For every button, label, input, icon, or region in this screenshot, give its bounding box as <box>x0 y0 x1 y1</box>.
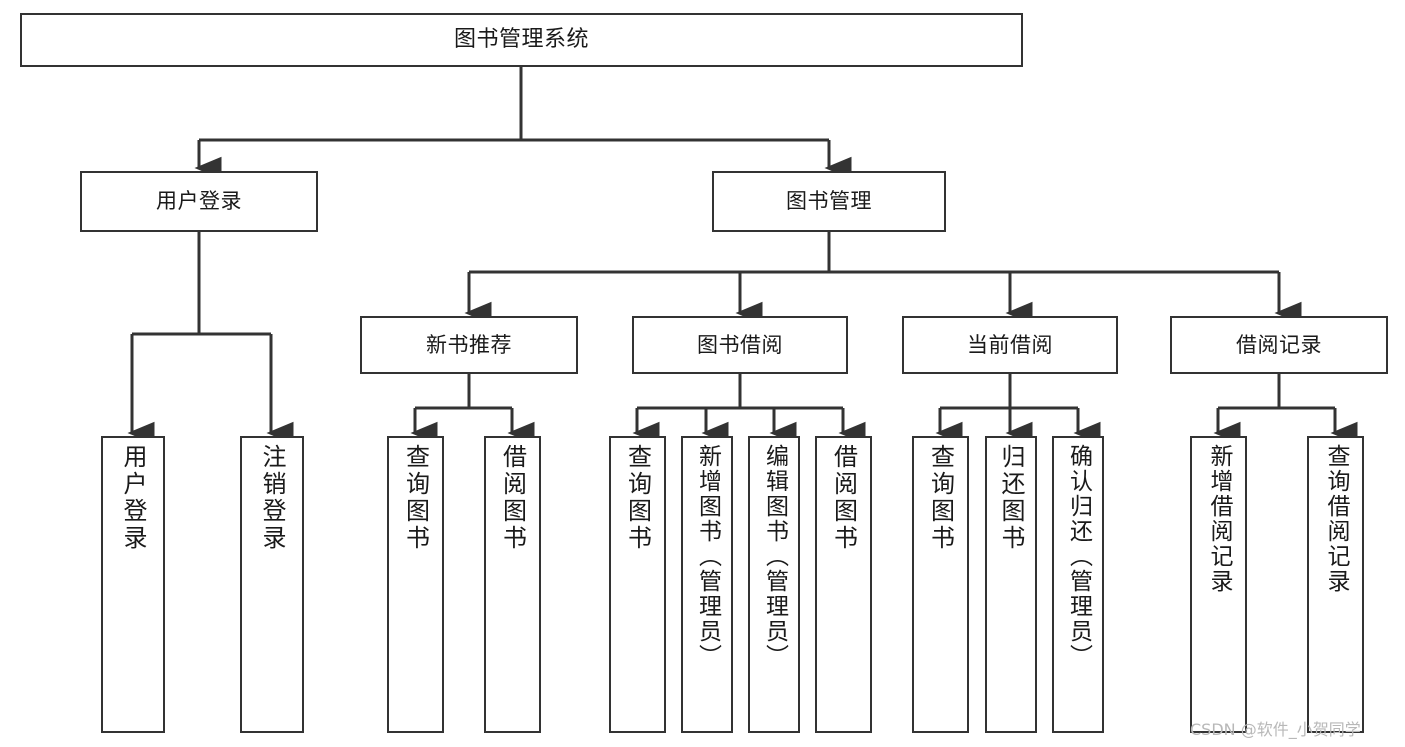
leaf-query-borrow-record[interactable]: 查询借阅记录 <box>1307 436 1364 733</box>
leaf-query-book-borrow[interactable]: 查询图书 <box>609 436 666 733</box>
node-book-management-label: 图书管理 <box>786 189 872 214</box>
csdn-watermark: CSDN @软件_小贺同学 <box>1190 720 1361 739</box>
leaf-user-login-label: 用户登录 <box>119 444 147 552</box>
leaf-query-borrow-record-label: 查询借阅记录 <box>1323 444 1349 594</box>
leaf-add-borrow-record[interactable]: 新增借阅记录 <box>1190 436 1247 733</box>
leaf-edit-book-admin[interactable]: 编辑图书（管理员） <box>748 436 800 733</box>
leaf-query-book-current-label: 查询图书 <box>926 444 955 552</box>
leaf-add-book-admin[interactable]: 新增图书（管理员） <box>681 436 733 733</box>
leaf-return-book[interactable]: 归还图书 <box>985 436 1037 733</box>
leaf-logout-label: 注销登录 <box>258 444 286 552</box>
leaf-borrow-book[interactable]: 借阅图书 <box>815 436 872 733</box>
leaf-confirm-return-admin-label: 确认归还（管理员） <box>1065 444 1092 669</box>
leaf-logout[interactable]: 注销登录 <box>240 436 304 733</box>
node-book-borrow[interactable]: 图书借阅 <box>632 316 848 374</box>
leaf-confirm-return-admin[interactable]: 确认归还（管理员） <box>1052 436 1104 733</box>
node-book-borrow-label: 图书借阅 <box>697 332 783 357</box>
leaf-query-book-rec[interactable]: 查询图书 <box>387 436 444 733</box>
leaf-user-login[interactable]: 用户登录 <box>101 436 165 733</box>
leaf-borrow-book-rec[interactable]: 借阅图书 <box>484 436 541 733</box>
node-user-login-label: 用户登录 <box>156 189 242 214</box>
node-current-borrow-label: 当前借阅 <box>967 332 1053 357</box>
node-new-book-recommend-label: 新书推荐 <box>426 332 512 357</box>
node-borrow-record[interactable]: 借阅记录 <box>1170 316 1388 374</box>
leaf-query-book-rec-label: 查询图书 <box>401 444 430 552</box>
leaf-edit-book-admin-label: 编辑图书（管理员） <box>761 444 788 669</box>
node-borrow-record-label: 借阅记录 <box>1236 332 1322 357</box>
leaf-return-book-label: 归还图书 <box>997 444 1025 552</box>
leaf-borrow-book-rec-label: 借阅图书 <box>498 444 527 552</box>
leaf-query-book-borrow-label: 查询图书 <box>623 444 652 552</box>
leaf-borrow-book-label: 借阅图书 <box>829 444 858 552</box>
leaf-query-book-current[interactable]: 查询图书 <box>912 436 969 733</box>
leaf-add-borrow-record-label: 新增借阅记录 <box>1206 444 1232 594</box>
node-book-management[interactable]: 图书管理 <box>712 171 946 232</box>
node-root[interactable]: 图书管理系统 <box>20 13 1023 67</box>
node-root-label: 图书管理系统 <box>453 27 589 53</box>
node-user-login[interactable]: 用户登录 <box>80 171 318 232</box>
leaf-add-book-admin-label: 新增图书（管理员） <box>694 444 721 669</box>
node-new-book-recommend[interactable]: 新书推荐 <box>360 316 578 374</box>
node-current-borrow[interactable]: 当前借阅 <box>902 316 1118 374</box>
